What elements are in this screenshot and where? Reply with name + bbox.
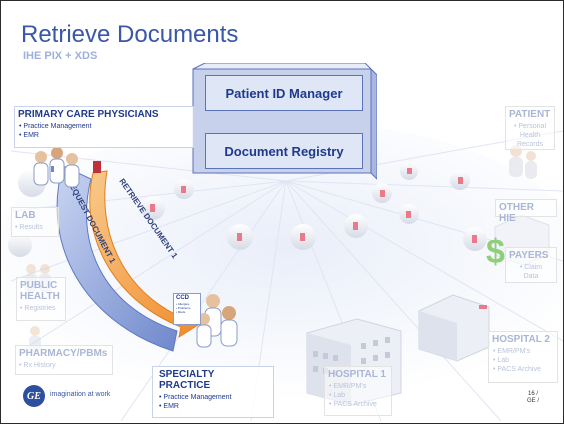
- hospital2-box: HOSPITAL 2 • EMR/PM's • Lab • PACS Archi…: [488, 331, 558, 383]
- specialty-practice-item: • Practice Management: [159, 394, 232, 401]
- ge-logo: GE: [23, 385, 45, 407]
- lab-item: • Results: [15, 224, 43, 231]
- document-icon: [93, 161, 101, 173]
- public-health-box: PUBLIC HEALTH • Registries: [16, 277, 66, 321]
- slide-title: Retrieve Documents: [21, 21, 239, 48]
- hospital1-box: HOSPITAL 1 • EMR/PM's • Lab • PACS Archi…: [324, 366, 392, 416]
- patient-people-icon: [509, 145, 537, 179]
- slide-subtitle: IHE PIX + XDS: [23, 50, 98, 62]
- payers-item: Data: [523, 273, 539, 280]
- hospital1-item: • Lab: [329, 392, 346, 399]
- patient-item: • Personal: [513, 123, 547, 130]
- network-nodes: [8, 162, 487, 257]
- pharmacy-box: PHARMACY/PBMs • Rx History: [15, 345, 113, 375]
- primary-care-title: PRIMARY CARE PHYSICIANS: [18, 109, 159, 120]
- footer-tagline: imagination at work: [50, 391, 111, 398]
- payers-box: PAYERS • Claim Data: [505, 247, 557, 283]
- lab-box: LAB • Results: [11, 207, 59, 237]
- primary-care-item: • EMR: [19, 132, 39, 139]
- primary-care-box: PRIMARY CARE PHYSICIANS • Practice Manag…: [14, 106, 194, 148]
- hospital2-item: • Lab: [493, 357, 510, 364]
- patient-title: PATIENT: [509, 109, 551, 120]
- patient-item: Records: [516, 141, 544, 148]
- patient-id-manager: Patient ID Manager: [205, 75, 363, 111]
- hospital2-building-icon: [418, 294, 490, 362]
- ccd-item: • Meds: [176, 310, 186, 314]
- specialty-practice-title: SPECIALTY PRACTICE: [159, 369, 215, 391]
- primary-care-item: • Practice Management: [19, 123, 92, 130]
- public-health-title: PUBLIC HEALTH: [20, 280, 60, 302]
- ccd-title: CCD: [176, 295, 189, 301]
- pharmacy-item: • Rx History: [19, 362, 56, 369]
- ccd-item: • Problems: [176, 306, 191, 310]
- dollar-icon: $: [486, 233, 505, 271]
- other-hie-box: OTHER HIE: [495, 199, 557, 224]
- hospital1-item: • EMR/PM's: [329, 383, 367, 390]
- ccd-document: CCD • Allergies • Problems • Meds: [173, 293, 201, 325]
- lab-title: LAB: [15, 210, 36, 221]
- page-number-org: GE /: [527, 398, 540, 404]
- hospital1-title: HOSPITAL 1: [328, 369, 386, 380]
- public-health-item: • Registries: [20, 305, 56, 312]
- hospital2-title: HOSPITAL 2: [492, 334, 550, 345]
- specialty-practice-item: • EMR: [159, 403, 179, 410]
- hospital2-item: • PACS Archive: [493, 366, 541, 373]
- specialty-practice-box: SPECIALTY PRACTICE • Practice Management…: [152, 366, 274, 418]
- payers-item: • Claim: [519, 264, 543, 271]
- page-number: 16 / GE /: [527, 391, 539, 405]
- pharmacy-title: PHARMACY/PBMs: [19, 348, 108, 359]
- payers-title: PAYERS: [509, 250, 549, 261]
- ccd-item: • Allergies: [176, 302, 190, 306]
- primary-care-people-icon: [33, 147, 80, 188]
- central-repository: Patient ID Manager Document Registry: [187, 63, 377, 181]
- hospital2-item: • EMR/PM's: [493, 348, 531, 355]
- specialty-people-icon: [196, 294, 238, 348]
- other-hie-title: OTHER HIE: [499, 202, 534, 224]
- page-number-value: 16 /: [528, 391, 539, 397]
- patient-box: PATIENT • Personal Health Records: [505, 106, 555, 150]
- hospital1-item: • PACS Archive: [329, 401, 377, 408]
- patient-item: Health: [519, 132, 541, 139]
- document-registry: Document Registry: [205, 133, 363, 169]
